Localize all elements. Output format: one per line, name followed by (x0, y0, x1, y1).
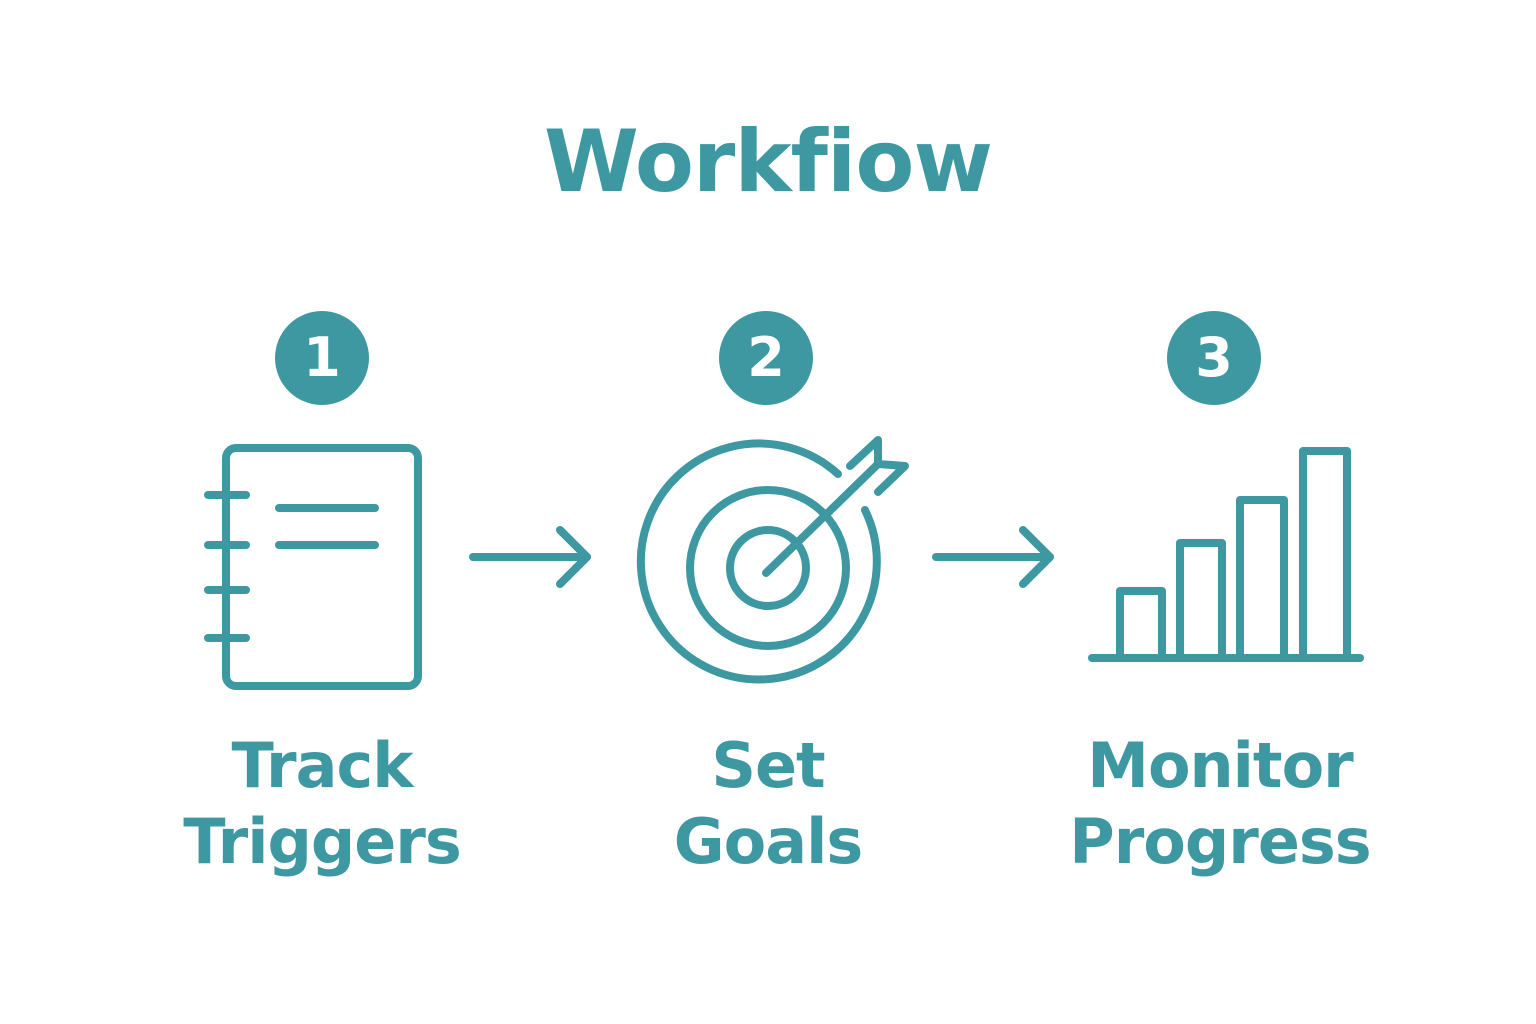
step-2-label: Set Goals (588, 728, 948, 880)
step-1-label-line1: Track (231, 729, 414, 802)
step-2-badge: 2 (719, 311, 813, 405)
step-1-label: Track Triggers (142, 728, 502, 880)
step-1-label-line2: Triggers (183, 805, 462, 878)
arrow-right-icon-2 (932, 526, 1054, 588)
step-3-label-line2: Progress (1069, 805, 1371, 878)
diagram-title: Workfiow (544, 112, 993, 212)
step-3-label: Monitor Progress (1040, 728, 1400, 880)
notebook-icon (204, 444, 422, 690)
step-2-label-line1: Set (711, 729, 825, 802)
step-1-badge: 1 (275, 311, 369, 405)
step-3-badge: 3 (1167, 311, 1261, 405)
target-icon (636, 436, 909, 684)
step-3-label-line1: Monitor (1087, 729, 1354, 802)
arrow-right-icon-1 (469, 526, 591, 588)
bar-chart-icon (1088, 447, 1364, 662)
step-2-label-line2: Goals (673, 805, 863, 878)
